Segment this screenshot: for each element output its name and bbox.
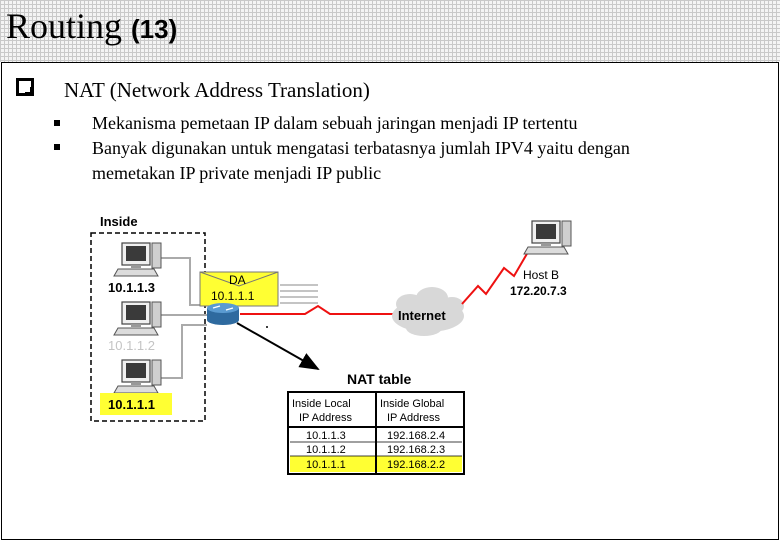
nat-header: IP Address	[387, 412, 440, 424]
bullet-text: Banyak digunakan untuk mengatasi terbata…	[92, 138, 630, 158]
nat-diagram: Inside 10.1.1.3 10.1.1.2 10.1.1.1 DA 10.…	[90, 214, 572, 475]
packet-header: DA	[229, 273, 246, 287]
packet-address: 10.1.1.1	[211, 289, 255, 303]
bullet-text: Mekanisma pemetaan IP dalam sebuah jarin…	[92, 113, 578, 133]
computer-icon	[113, 359, 162, 394]
host-address: 10.1.1.2	[108, 338, 155, 353]
square-bullet-icon	[54, 144, 60, 150]
host-b-name: Host B	[523, 268, 559, 282]
title-number: (13)	[131, 14, 178, 44]
inside-label: Inside	[100, 214, 138, 229]
arrow-router-nat	[236, 322, 320, 370]
computer-icon	[113, 301, 162, 336]
computer-icon	[523, 220, 572, 255]
arrow-dot	[266, 326, 268, 328]
cloud-label: Internet	[398, 308, 446, 323]
nat-table-title: NAT table	[347, 371, 412, 387]
motion-lines-icon	[280, 284, 318, 304]
bullet-text: memetakan IP private menjadi IP public	[92, 163, 382, 183]
nat-header: Inside Global	[380, 398, 444, 410]
host-address: 10.1.1.3	[108, 280, 155, 295]
host-b-address: 172.20.7.3	[510, 284, 567, 298]
title-text: Routing	[6, 6, 123, 46]
link-host-3	[160, 257, 207, 306]
link-host-1	[160, 324, 207, 379]
nat-cell: 192.168.2.3	[387, 444, 445, 456]
nat-cell: 192.168.2.4	[387, 430, 445, 442]
nat-header: IP Address	[299, 412, 352, 424]
square-bullet-icon	[54, 120, 60, 126]
nat-cell: 192.168.2.2	[387, 459, 445, 471]
host-address: 10.1.1.1	[108, 397, 155, 412]
inside-boundary	[90, 232, 206, 422]
link-router-internet	[240, 304, 398, 315]
link-internet-hostb	[461, 251, 529, 305]
nat-cell: 10.1.1.3	[306, 430, 346, 442]
nat-table	[287, 391, 465, 475]
section-heading: NAT (Network Address Translation)	[64, 78, 370, 102]
title-bar: Routing (13)	[0, 0, 780, 62]
nat-cell: 10.1.1.2	[306, 444, 346, 456]
checkbox-bullet-icon	[16, 78, 34, 96]
computer-icon	[113, 242, 162, 277]
host-highlight	[100, 393, 172, 415]
nat-header: Inside Local	[292, 398, 351, 410]
internet-cloud-icon	[392, 287, 464, 336]
packet-envelope	[199, 271, 279, 307]
router-icon	[207, 303, 239, 325]
nat-cell: 10.1.1.1	[306, 459, 346, 471]
slide-title: Routing (13)	[6, 4, 177, 51]
